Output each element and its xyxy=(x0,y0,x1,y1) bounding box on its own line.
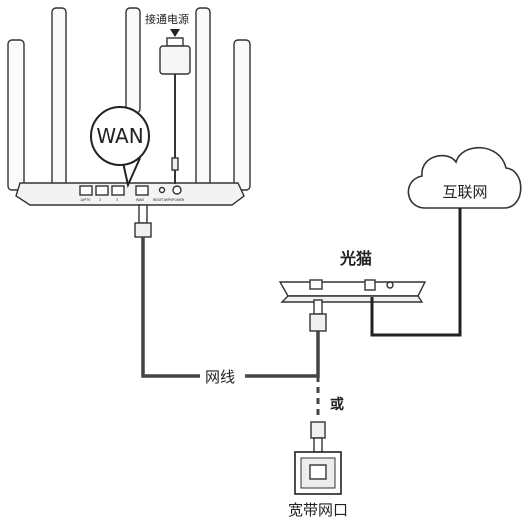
power-label: 接通电源 xyxy=(145,12,189,26)
wall-jack-label: 宽带网口 xyxy=(288,501,348,519)
router-port-label: POWER xyxy=(172,198,185,202)
router-wan-port xyxy=(135,185,149,196)
router-antenna xyxy=(195,7,211,189)
power-adapter xyxy=(159,37,191,184)
router-port-label: 2 xyxy=(99,198,101,202)
router-antenna xyxy=(125,7,141,114)
optical-modem xyxy=(278,279,427,303)
router-port-label: 3 xyxy=(116,198,118,202)
router-power-jack xyxy=(172,185,182,195)
cable-label: 网线 xyxy=(205,368,235,386)
modem-lan-port xyxy=(309,279,323,290)
router-antenna xyxy=(51,7,67,189)
router-reset-button xyxy=(158,186,166,194)
internet-label: 互联网 xyxy=(442,183,487,201)
network-cable xyxy=(245,331,320,378)
network-cable xyxy=(141,237,200,378)
router-lan-port xyxy=(95,185,109,196)
router-lan-port xyxy=(111,185,125,196)
internet-cloud-icon xyxy=(407,146,522,209)
router-port-label: WAN xyxy=(136,198,144,202)
router-port-label: 1/IPTV xyxy=(80,198,91,202)
router-port-label: RESET/WPS xyxy=(153,198,172,202)
wall-jack-port xyxy=(309,464,327,480)
power-down-arrow-icon xyxy=(170,29,180,37)
router-lan-port xyxy=(79,185,93,196)
modem-label: 光猫 xyxy=(339,249,372,268)
modem-power-jack xyxy=(364,279,376,291)
router-body xyxy=(15,182,245,206)
wan-callout: WAN xyxy=(90,106,150,189)
router-antenna xyxy=(7,39,25,191)
router xyxy=(7,7,251,206)
wall-jack xyxy=(294,451,342,495)
modem-power-button xyxy=(386,281,394,289)
fiber-cable xyxy=(370,208,462,337)
modem-cable-plug xyxy=(309,299,327,332)
router-cable-plug xyxy=(134,204,152,238)
wall-cable-plug xyxy=(310,421,326,453)
router-antenna xyxy=(233,39,251,191)
wan-badge-label: WAN xyxy=(96,124,143,148)
or-label: 或 xyxy=(330,396,344,413)
